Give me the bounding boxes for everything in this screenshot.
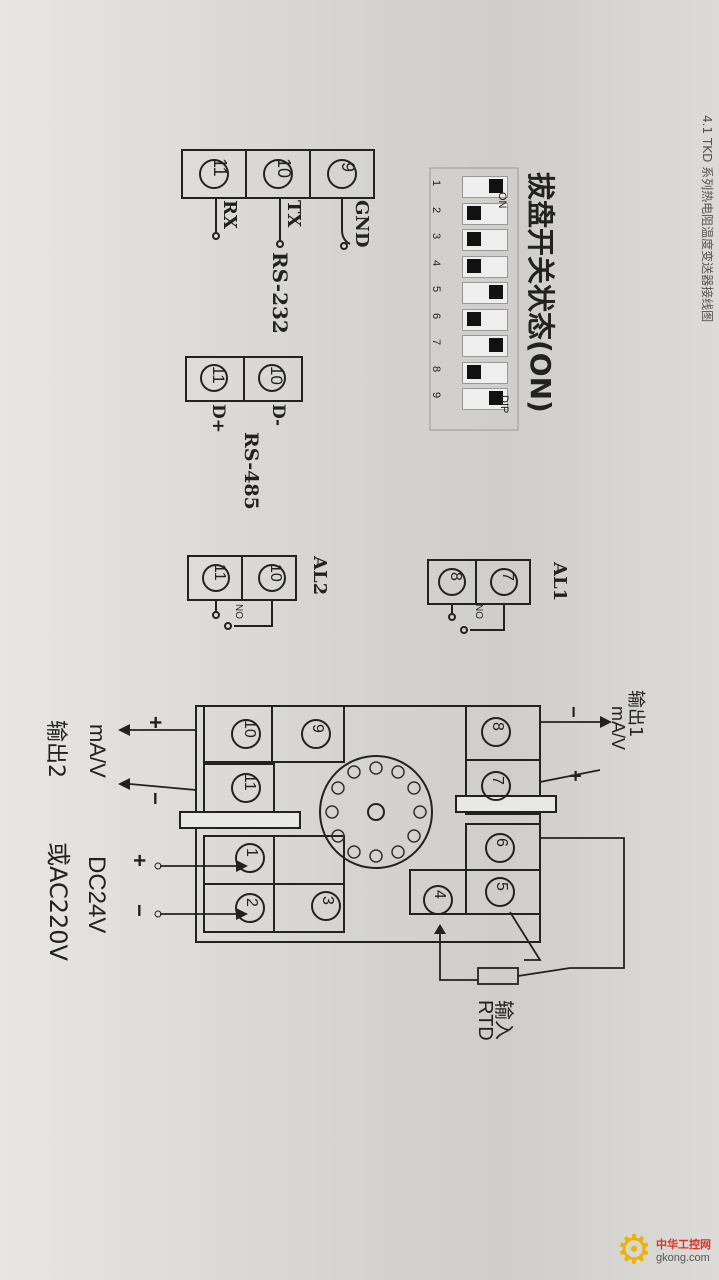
rs232-block (181, 149, 375, 199)
rs232-tx-label: TX (283, 200, 304, 228)
watermark: ⚙ 中华工控网 gkong.com (616, 1230, 711, 1270)
output1-plus: + (564, 770, 586, 782)
al2-title: AL2 (309, 556, 330, 596)
main-term-4: 4 (431, 890, 448, 899)
rs232-term-9: 9 (338, 162, 358, 173)
al1-title: AL1 (549, 562, 570, 602)
rs485-d-minus: D- (268, 404, 288, 427)
dip-title: 拔盘开关状态(ON) (524, 172, 557, 413)
watermark-line2: gkong.com (656, 1252, 710, 1264)
dip-switch-9 (462, 388, 508, 410)
al2-term-11: 11 (211, 564, 228, 581)
dip-switch-7 (462, 335, 508, 357)
power-minus: − (127, 904, 152, 917)
dip-knob (489, 285, 503, 299)
dip-switch-3 (462, 229, 508, 251)
output2-unit: mA/V (85, 724, 110, 778)
rs232-term-10: 10 (274, 158, 294, 179)
dip-on-label: ON (496, 192, 508, 209)
rs485-term-11: 11 (209, 366, 228, 384)
main-term-6: 6 (493, 838, 510, 847)
power-ac-label: 或AC220V (44, 842, 72, 961)
dip-number-1: 1 (430, 180, 442, 187)
dip-switch-6 (462, 308, 508, 331)
main-term-3: 3 (319, 896, 336, 905)
dip-switch-4 (462, 255, 508, 278)
dip-switch-1 (462, 176, 508, 198)
rs485-title: RS-485 (240, 432, 262, 510)
dip-number-4: 4 (430, 259, 442, 266)
watermark-line1: 中华工控网 (656, 1239, 711, 1251)
al1-term-8: 8 (447, 572, 464, 581)
output1-minus: − (562, 706, 584, 718)
output2-minus: − (143, 792, 168, 805)
dip-switch-box (429, 167, 519, 431)
main-term-7: 7 (489, 776, 506, 785)
dip-knob (489, 179, 503, 193)
dip-dip-label: DIP (498, 395, 510, 414)
output1-unit: mA/V (608, 706, 628, 751)
output2-label: 输出2 (43, 720, 68, 778)
power-dc-label: DC24V (83, 856, 110, 934)
dip-knob (467, 258, 481, 273)
dip-number-5: 5 (430, 286, 442, 293)
dip-knob (467, 364, 481, 379)
al2-no-label: NO (233, 604, 244, 619)
rs232-rx-label: RX (219, 200, 240, 229)
dip-knob (489, 391, 503, 405)
al1-term-7: 7 (499, 572, 516, 581)
rs232-title: RS-232 (268, 252, 292, 334)
main-term-10: 10 (241, 720, 258, 738)
output2-plus: + (143, 716, 168, 729)
dip-number-3: 3 (430, 233, 442, 240)
rs232-gnd-label: GND (351, 200, 372, 248)
input-type: RTD (474, 1000, 496, 1041)
main-term-1: 1 (243, 848, 260, 857)
main-term-9: 9 (309, 724, 326, 733)
dip-number-9: 9 (430, 392, 442, 399)
main-term-2: 2 (243, 898, 260, 907)
dip-number-6: 6 (430, 312, 442, 319)
dip-number-2: 2 (430, 206, 442, 213)
power-plus: + (127, 854, 152, 867)
rs485-d-plus: D+ (208, 404, 228, 433)
main-term-5: 5 (493, 882, 510, 891)
dip-switch-2 (462, 202, 508, 225)
gear-logo-icon: ⚙ (616, 1228, 652, 1272)
dip-knob (489, 338, 503, 352)
main-term-11: 11 (241, 774, 258, 791)
dip-knob (467, 205, 481, 220)
dip-knob (467, 311, 481, 326)
dip-number-8: 8 (430, 365, 442, 372)
main-term-8: 8 (489, 722, 506, 731)
dip-knob (467, 232, 481, 246)
dip-number-7: 7 (430, 339, 442, 346)
dip-switch-5 (462, 282, 508, 304)
rs485-term-10: 10 (267, 366, 286, 385)
rs232-term-11: 11 (210, 158, 230, 177)
al2-term-10: 10 (267, 564, 284, 582)
al1-no-label: NO (473, 604, 484, 619)
dip-switch-8 (462, 361, 508, 384)
